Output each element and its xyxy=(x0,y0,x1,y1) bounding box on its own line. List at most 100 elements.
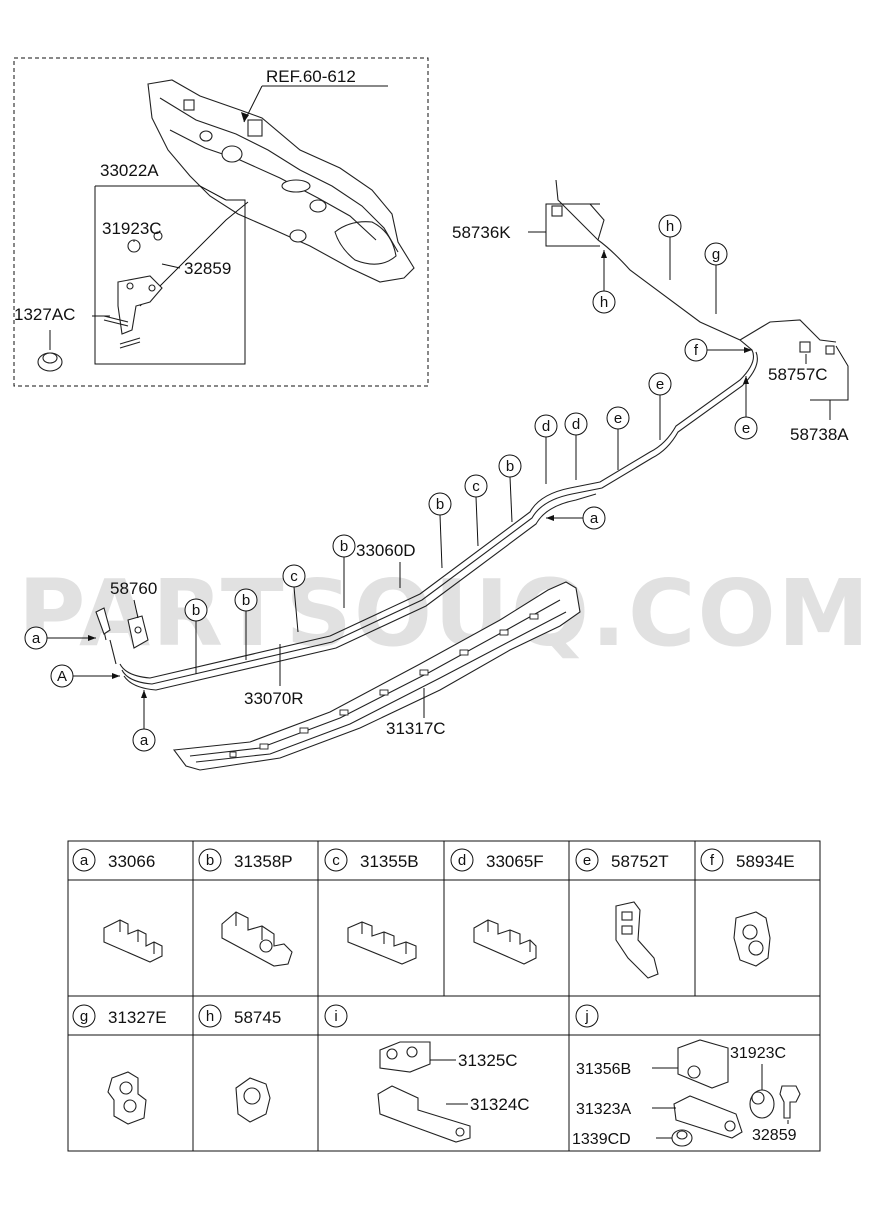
nut-drawing xyxy=(37,352,63,372)
clip-58934E-drawing xyxy=(733,911,771,967)
svg-text:b: b xyxy=(192,602,200,619)
table-header-d: d 33065F xyxy=(450,848,544,872)
label-31923C-inset: 31923C xyxy=(102,219,162,238)
svg-text:h: h xyxy=(206,1008,214,1025)
svg-text:j: j xyxy=(584,1008,588,1025)
label-31324C: 31324C xyxy=(470,1095,530,1114)
table-header-f: f 58934E xyxy=(700,848,795,872)
clip-31355B-drawing xyxy=(347,921,417,965)
svg-text:c: c xyxy=(290,568,298,585)
dash-panel-drawing xyxy=(147,79,415,283)
callout-h-1: h xyxy=(658,214,682,280)
label-1339CD: 1339CD xyxy=(572,1131,631,1148)
svg-text:d: d xyxy=(572,416,580,433)
label-58736K: 58736K xyxy=(452,223,511,242)
label-33060D: 33060D xyxy=(356,541,416,560)
svg-text:b: b xyxy=(242,592,250,609)
svg-text:g: g xyxy=(80,1008,88,1025)
callout-b-4: b xyxy=(428,492,452,569)
label-33070R: 33070R xyxy=(244,689,304,708)
label-58757C: 58757C xyxy=(768,365,828,384)
clip-33065F-drawing xyxy=(473,919,537,965)
callout-a-left: a xyxy=(24,626,96,650)
table-header-j: j xyxy=(575,1004,599,1028)
svg-text:58752T: 58752T xyxy=(611,852,669,871)
table-header-e: e 58752T xyxy=(575,848,669,872)
table-header-c: c 31355B xyxy=(324,848,419,872)
svg-text:h: h xyxy=(600,294,608,311)
svg-text:b: b xyxy=(340,538,348,555)
svg-text:33065F: 33065F xyxy=(486,852,544,871)
svg-text:31358P: 31358P xyxy=(234,852,293,871)
svg-text:f: f xyxy=(694,342,699,359)
label-31923C-table: 31923C xyxy=(730,1045,786,1062)
table-header-a: a 33066 xyxy=(72,848,155,872)
callout-c-1: c xyxy=(282,564,306,633)
svg-text:g: g xyxy=(712,246,720,263)
ref-label: REF.60-612 xyxy=(266,67,356,86)
svg-text:a: a xyxy=(80,852,89,869)
svg-text:31355B: 31355B xyxy=(360,852,419,871)
svg-text:b: b xyxy=(206,852,214,869)
clip-31327E-drawing xyxy=(107,1071,147,1125)
callout-b-3: b xyxy=(332,534,356,608)
callout-e-1: e xyxy=(606,406,630,470)
svg-text:e: e xyxy=(614,410,622,427)
label-31325C: 31325C xyxy=(458,1051,518,1070)
callout-a-right: a xyxy=(546,506,606,530)
callout-g: g xyxy=(704,242,728,314)
callout-e-2: e xyxy=(648,372,672,440)
bracket-assembly-drawing xyxy=(103,231,163,349)
callout-d-2: d xyxy=(564,412,588,480)
svg-text:e: e xyxy=(583,852,591,869)
callout-d-1: d xyxy=(534,414,558,484)
svg-text:e: e xyxy=(656,376,664,393)
callout-e-3: e xyxy=(734,376,758,440)
svg-text:h: h xyxy=(666,218,674,235)
callout-c-2: c xyxy=(464,474,488,547)
svg-text:b: b xyxy=(506,458,514,475)
label-31356B: 31356B xyxy=(576,1061,631,1078)
svg-text:c: c xyxy=(332,852,340,869)
inset-frame xyxy=(13,57,429,387)
label-58760: 58760 xyxy=(110,579,157,598)
svg-text:i: i xyxy=(334,1008,337,1025)
table-header-b: b 31358P xyxy=(198,848,293,872)
label-1327AC: 1327AC xyxy=(14,305,75,324)
table-header-g: g 31327E xyxy=(72,1004,167,1028)
parts-table xyxy=(67,840,821,1152)
label-31323A: 31323A xyxy=(576,1101,631,1118)
table-header-h: h 58745 xyxy=(198,1004,281,1028)
label-58738A: 58738A xyxy=(790,425,849,444)
label-32859-table: 32859 xyxy=(752,1127,797,1144)
svg-text:31327E: 31327E xyxy=(108,1008,167,1027)
callout-b-1: b xyxy=(184,598,208,674)
callout-h-2: h xyxy=(592,250,616,314)
svg-text:d: d xyxy=(542,418,550,435)
callout-b-2: b xyxy=(234,588,258,660)
svg-text:a: a xyxy=(140,732,149,749)
clip-58745-drawing xyxy=(235,1077,271,1123)
callout-a-bottom: a xyxy=(132,690,156,752)
label-31317C: 31317C xyxy=(386,719,446,738)
svg-text:b: b xyxy=(436,496,444,513)
table-header-i: i xyxy=(324,1004,348,1028)
label-33022A: 33022A xyxy=(100,161,159,180)
clip-31358P-drawing xyxy=(221,911,293,967)
clip-58752T-drawing xyxy=(615,901,659,979)
svg-text:d: d xyxy=(458,852,466,869)
left-bracket-drawing xyxy=(95,607,149,649)
upper-right-fittings xyxy=(551,205,835,355)
svg-text:58934E: 58934E xyxy=(736,852,795,871)
cell-i-drawing xyxy=(377,1041,471,1143)
side-rail-drawing xyxy=(172,581,581,771)
svg-text:58745: 58745 xyxy=(234,1008,281,1027)
label-32859-inset: 32859 xyxy=(184,259,231,278)
callout-b-5: b xyxy=(498,454,522,523)
svg-text:c: c xyxy=(472,478,480,495)
svg-text:f: f xyxy=(710,852,715,869)
clip-33066-drawing xyxy=(103,919,163,963)
cell-j-drawing xyxy=(671,1039,801,1147)
watermark: PARTSOUQ.COM xyxy=(18,560,871,667)
